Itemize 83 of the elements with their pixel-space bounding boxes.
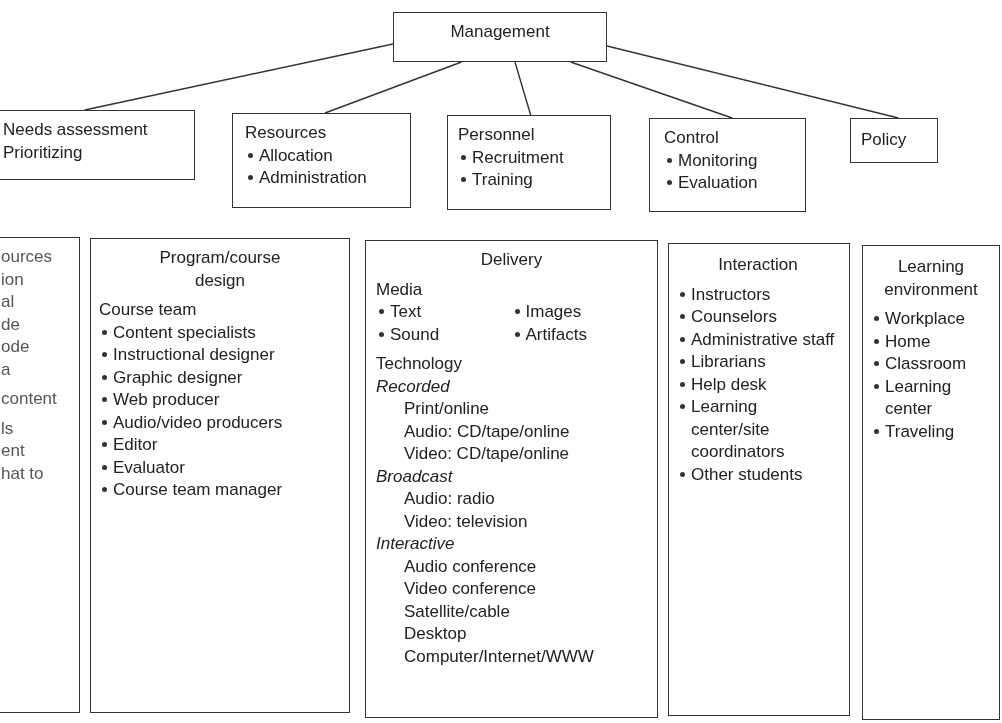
box-text: Audio: CD/tape/online xyxy=(403,420,571,443)
box-text: de xyxy=(1,313,21,336)
bullet-item: Instructional designer xyxy=(99,344,341,367)
bullet-item: Graphic designer xyxy=(99,366,341,389)
bullet-item: Sound xyxy=(376,323,512,346)
bullet-item: Audio/video producers xyxy=(99,411,341,434)
category-box xyxy=(0,110,195,180)
bullet-item: Artifacts xyxy=(511,323,647,346)
connector-line xyxy=(606,45,900,119)
box-text: Technology xyxy=(376,353,463,375)
bullet-item: Administration xyxy=(245,167,398,190)
box-heading: Needs assessment xyxy=(3,119,149,141)
box-heading: Control xyxy=(664,127,720,149)
box-heading: Interaction xyxy=(717,254,799,276)
box-heading: Personnel xyxy=(458,124,536,146)
box-text: Broadcast xyxy=(376,465,454,488)
bullet-item: Learning center/site coordinators xyxy=(677,396,839,464)
box-text: ion xyxy=(1,268,25,291)
bullet-item: Learning center xyxy=(871,375,991,421)
bullet-item: Allocation xyxy=(245,144,398,167)
box-text: ode xyxy=(1,336,31,358)
root-box xyxy=(393,12,607,62)
box-text: Video: CD/tape/online xyxy=(403,443,571,465)
box-text: Recorded xyxy=(376,375,451,398)
category-box xyxy=(668,243,850,716)
box-heading: Resources xyxy=(245,122,328,144)
category-box xyxy=(447,115,611,210)
box-text: Print/online xyxy=(403,398,491,420)
box-text: a xyxy=(1,358,12,381)
category-box xyxy=(649,118,806,212)
box-text: Audio: radio xyxy=(403,488,496,510)
box-text: al xyxy=(1,291,16,313)
bullet-item: Librarians xyxy=(677,351,839,374)
box-text: Desktop xyxy=(403,623,468,645)
category-box xyxy=(232,113,411,208)
box-text: Prioritizing xyxy=(3,141,84,164)
box-text: Video conference xyxy=(403,578,537,600)
box-heading: Management xyxy=(449,21,551,43)
bullet-item: Help desk xyxy=(677,373,839,396)
bullet-item: Evaluation xyxy=(664,172,791,195)
bullet-item: Evaluator xyxy=(99,456,341,479)
box-text: ources xyxy=(1,246,54,268)
category-box xyxy=(862,245,1000,720)
bullet-item: Content specialists xyxy=(99,321,341,344)
box-text: hat to xyxy=(1,462,45,485)
bullet-item: Recruitment xyxy=(458,146,600,169)
box-text: Course team xyxy=(99,299,198,321)
box-text: Video: television xyxy=(403,510,529,533)
box-text: Interactive xyxy=(376,533,456,555)
bullet-item: Classroom xyxy=(871,353,991,376)
category-box xyxy=(0,237,80,713)
bullet-item: Other students xyxy=(677,463,839,486)
bullet-item: Monitoring xyxy=(664,149,791,172)
bullet-item: Workplace xyxy=(871,308,991,331)
category-box xyxy=(365,240,658,718)
box-heading: Learning environment xyxy=(883,256,979,301)
connector-line xyxy=(569,61,733,119)
bullet-item: Web producer xyxy=(99,389,341,412)
category-box xyxy=(850,118,938,163)
box-text: Computer/Internet/WWW xyxy=(403,645,595,668)
box-text: Media xyxy=(376,278,424,301)
bullet-item: Counselors xyxy=(677,306,839,329)
bullet-item: Traveling xyxy=(871,420,991,443)
box-heading: Policy xyxy=(861,129,908,151)
box-text: content xyxy=(1,388,58,410)
bullet-item: Text xyxy=(376,301,512,324)
bullet-item: Training xyxy=(458,169,600,192)
bullet-item: Instructors xyxy=(677,283,839,306)
box-text: Audio conference xyxy=(403,555,538,578)
connector-line xyxy=(324,61,463,114)
bullet-item: Administrative staff xyxy=(677,328,839,351)
box-text: ent xyxy=(1,440,26,462)
bullet-item: Editor xyxy=(99,434,341,457)
bullet-item: Images xyxy=(511,301,647,324)
category-box xyxy=(90,238,350,713)
connector-line xyxy=(84,43,394,111)
connector-line xyxy=(514,61,532,116)
box-text: Satellite/cable xyxy=(403,600,511,623)
box-text: ls xyxy=(1,417,15,440)
box-heading: Delivery xyxy=(479,249,544,271)
bullet-item: Course team manager xyxy=(99,479,341,502)
box-heading: Program/course design xyxy=(158,247,282,292)
bullet-item: Home xyxy=(871,330,991,353)
